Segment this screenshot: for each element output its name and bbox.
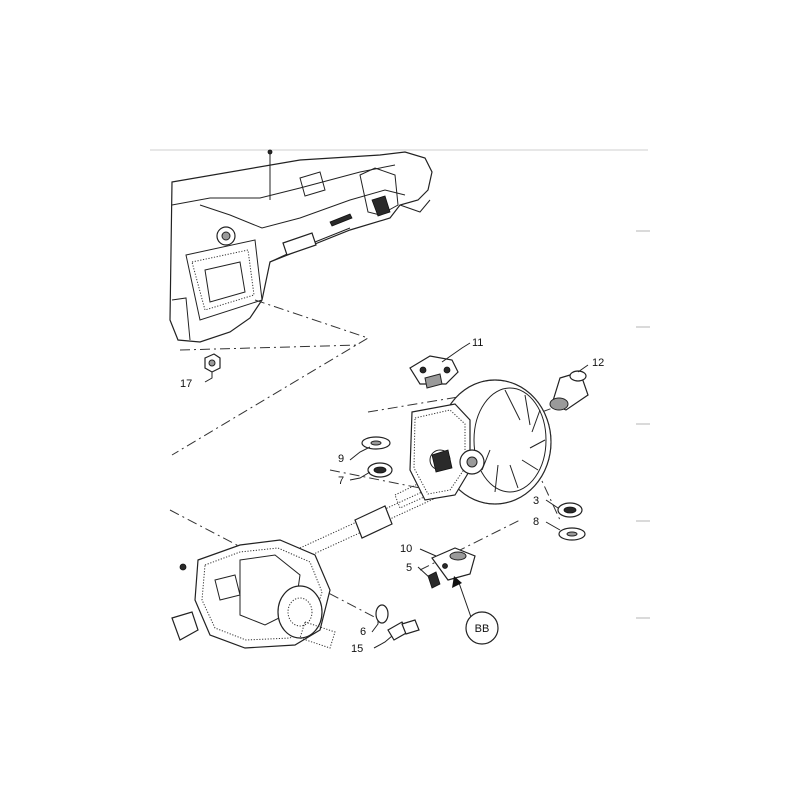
callout-10: 10 bbox=[400, 543, 412, 555]
bolt-15 bbox=[387, 619, 420, 641]
detail-label: BB bbox=[475, 623, 490, 635]
callout-11: 11 bbox=[472, 337, 483, 349]
bracket-10 bbox=[431, 547, 476, 581]
callout-12: 12 bbox=[592, 357, 604, 369]
detail-reference-bb[interactable]: BB bbox=[465, 611, 499, 645]
differential-housing bbox=[171, 539, 336, 649]
bracket-11 bbox=[409, 355, 459, 389]
callout-8: 8 bbox=[533, 516, 539, 528]
callout-17: 17 bbox=[180, 378, 192, 390]
callout-leaders bbox=[204, 342, 589, 649]
arrow-head-icon bbox=[452, 576, 462, 588]
callout-7: 7 bbox=[338, 475, 344, 487]
callout-3: 3 bbox=[533, 495, 539, 507]
washer-6 bbox=[375, 604, 389, 624]
callout-6: 6 bbox=[360, 626, 366, 638]
detail-circle bbox=[465, 611, 499, 645]
callout-9: 9 bbox=[338, 453, 344, 465]
washer-9 bbox=[361, 436, 391, 450]
washer-8 bbox=[558, 527, 586, 541]
callout-15: 15 bbox=[351, 643, 363, 655]
margin-ticks bbox=[636, 230, 650, 619]
callout-5: 5 bbox=[406, 562, 412, 574]
bushing-3 bbox=[557, 502, 583, 518]
bushing-12 bbox=[549, 370, 589, 411]
nut-17 bbox=[204, 353, 221, 373]
bushing-7 bbox=[367, 462, 393, 478]
axle-housing bbox=[169, 149, 433, 343]
wheel-hub bbox=[409, 379, 552, 505]
callout-labels: 17 11 12 9 7 3 8 10 5 6 15 bbox=[180, 337, 604, 655]
bolt-5 bbox=[427, 571, 441, 589]
